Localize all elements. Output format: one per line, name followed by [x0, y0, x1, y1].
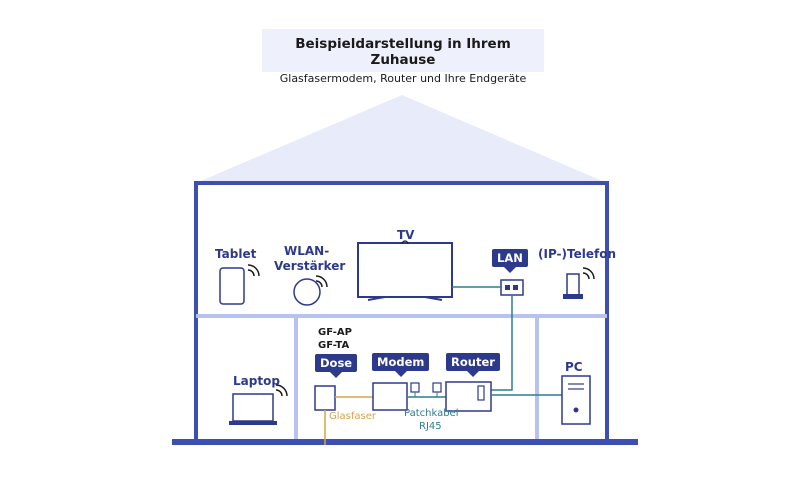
- wlan-label-line2: Verstärker: [274, 259, 346, 273]
- tv-wifi-icon: [401, 240, 409, 245]
- tv-label: TV: [397, 228, 415, 242]
- gf-ap-label: GF-AP: [318, 327, 352, 338]
- router-antenna: [477, 385, 485, 401]
- wlan-repeater-device: [293, 278, 321, 306]
- rj45-plug-2: [432, 382, 442, 393]
- rj45-label: RJ45: [419, 421, 442, 432]
- tv-stand: [367, 296, 443, 301]
- laptop-screen: [232, 393, 274, 422]
- lan-tag: LAN: [492, 249, 528, 273]
- lan-port-2: [513, 285, 518, 290]
- laptop-base: [229, 421, 277, 425]
- rj45-plug-1: [410, 382, 420, 393]
- lan-socket: [500, 279, 524, 296]
- dose-tag: Dose: [315, 354, 358, 378]
- modem-device: [372, 382, 408, 411]
- lan-router-cable: [491, 295, 513, 391]
- phone-wifi-icon: [582, 267, 595, 280]
- tablet-device: [219, 267, 245, 305]
- gf-ta-label: GF-TA: [318, 340, 350, 351]
- roof: [196, 95, 607, 183]
- patchkabel-label: Patchkabel: [404, 408, 459, 419]
- tablet-wifi-icon: [247, 264, 260, 277]
- diagram-subtitle: Glasfasermodem, Router und Ihre Endgerät…: [279, 72, 527, 85]
- pc-label: PC: [565, 360, 583, 374]
- glasfaser-label: Glasfaser: [329, 411, 376, 422]
- pc-tower: [561, 375, 591, 425]
- lan-port-1: [505, 285, 510, 290]
- telefon-label: (IP-)Telefon: [538, 247, 616, 261]
- tablet-label: Tablet: [215, 247, 257, 261]
- laptop-wifi-icon: [275, 384, 288, 397]
- pc-power: [573, 407, 579, 413]
- phone-base: [563, 294, 583, 299]
- wlan-wifi-icon: [315, 275, 328, 288]
- modem-tag: Modem: [372, 353, 430, 377]
- ground: [172, 439, 638, 445]
- router-tag: Router: [446, 353, 500, 377]
- title-box: Beispieldarstellung in Ihrem Zuhause Gla…: [262, 29, 544, 85]
- fiber-socket: [314, 385, 336, 411]
- tv-screen: [357, 242, 453, 298]
- laptop-label: Laptop: [233, 374, 280, 388]
- wlan-label-line1: WLAN-: [284, 244, 330, 258]
- diagram-title: Beispieldarstellung in Ihrem Zuhause: [295, 36, 511, 68]
